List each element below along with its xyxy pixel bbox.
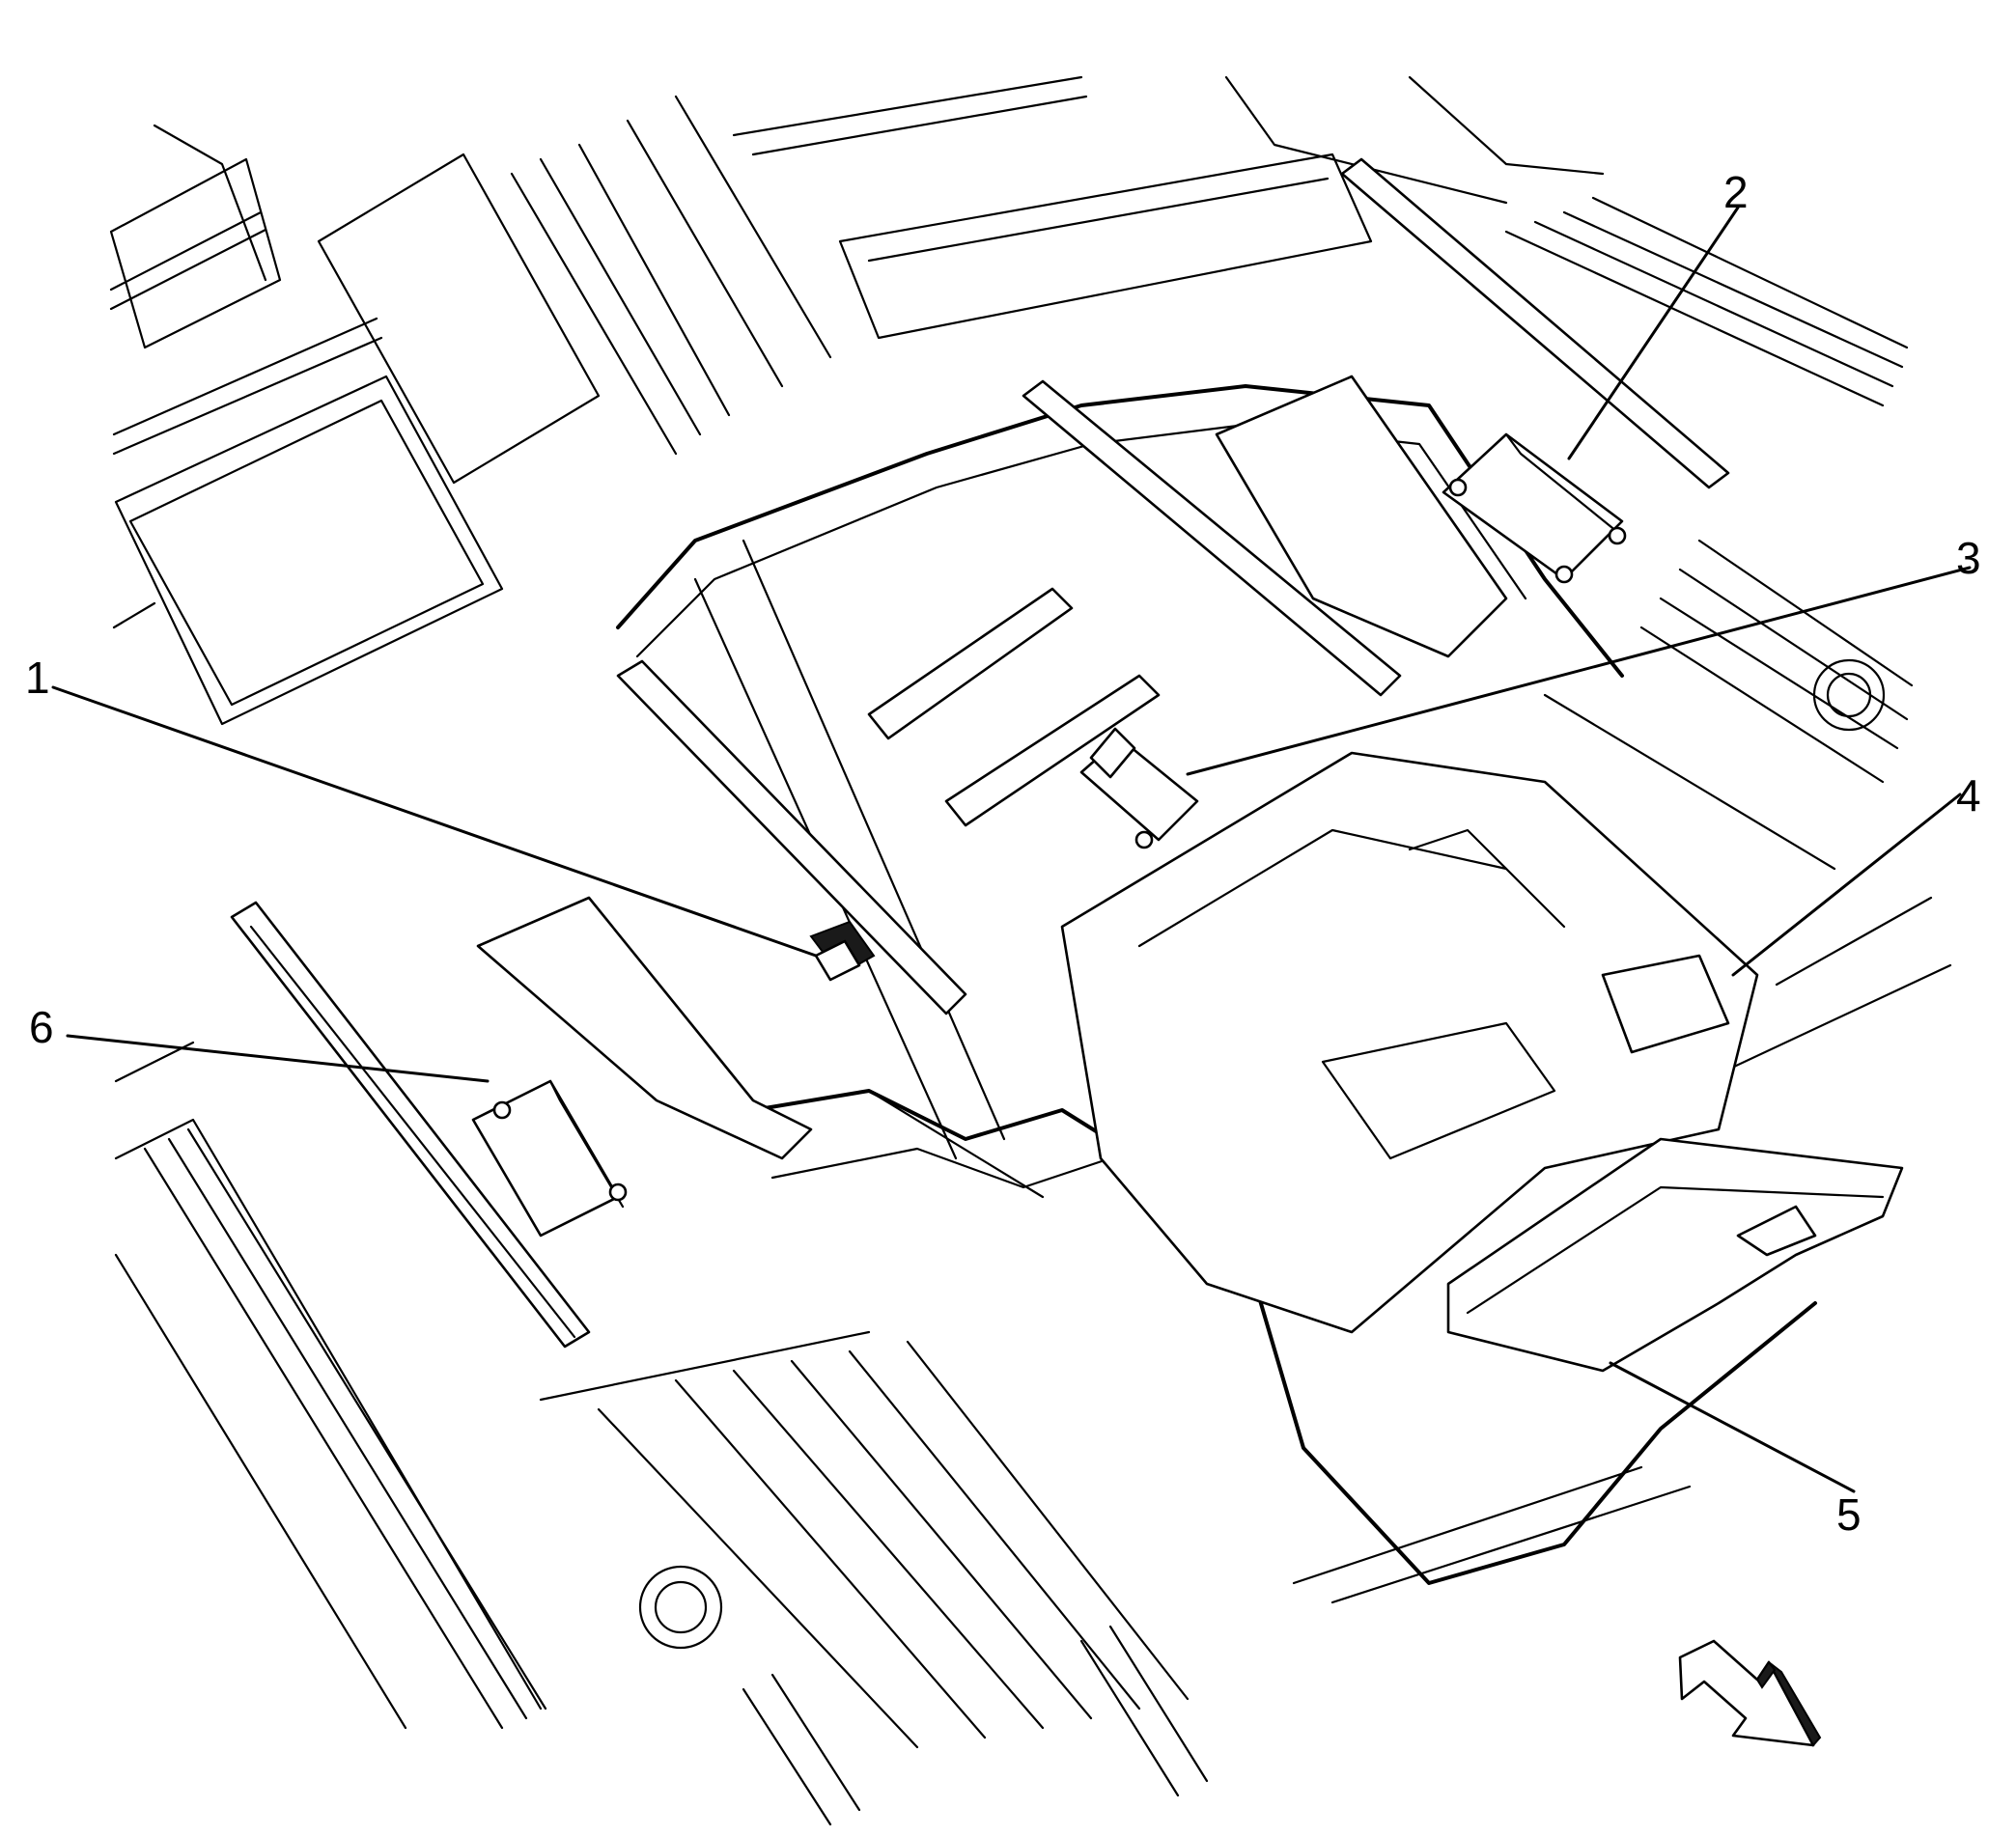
leader-1 xyxy=(51,685,818,958)
callout-6: 6 xyxy=(29,1002,54,1052)
leader-3 xyxy=(1186,566,1972,776)
leader-2 xyxy=(1567,206,1740,460)
front-direction-arrow-icon xyxy=(1678,1639,1822,1747)
leader-4 xyxy=(1731,793,1962,977)
duct-5 xyxy=(1446,1137,1904,1373)
center-tunnel xyxy=(616,384,1817,1585)
sensor-3 xyxy=(1079,727,1199,849)
leader-lines xyxy=(51,206,1972,1493)
callout-1: 1 xyxy=(25,653,50,703)
module-6 xyxy=(471,1079,628,1238)
callout-2: 2 xyxy=(1723,167,1749,217)
callout-5: 5 xyxy=(1836,1489,1862,1540)
callout-labels: 1 2 3 4 5 6 xyxy=(25,167,1981,1540)
module-2 xyxy=(1442,432,1627,584)
leader-5 xyxy=(1609,1361,1856,1493)
console-4 xyxy=(1060,751,1759,1334)
callout-3: 3 xyxy=(1956,533,1981,583)
floor-pan xyxy=(109,75,1952,1826)
seat-tracks xyxy=(230,157,1730,1349)
sensor-1 xyxy=(809,920,876,982)
leader-6 xyxy=(66,1034,490,1083)
callout-4: 4 xyxy=(1956,770,1981,821)
